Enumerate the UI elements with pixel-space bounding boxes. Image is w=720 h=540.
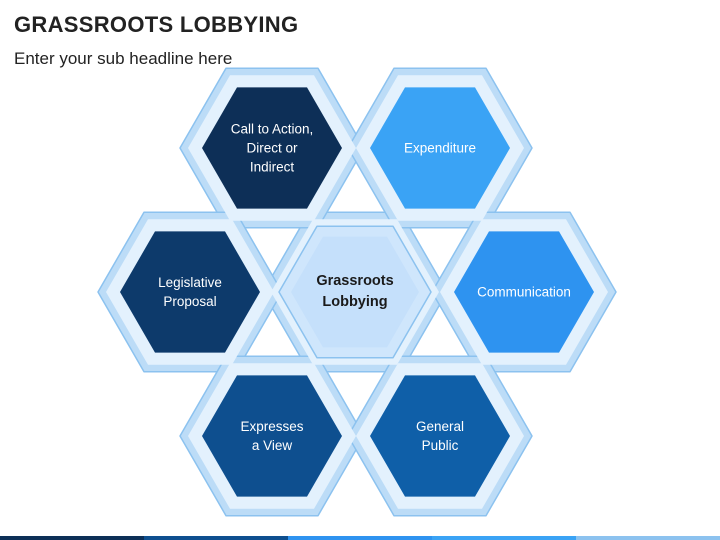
center-hex — [291, 236, 419, 348]
footer-color-segment — [144, 536, 288, 540]
hex-label-legislative-proposal: Legislative Proposal — [158, 275, 222, 309]
hex-legislative-proposal — [120, 231, 260, 353]
footer-color-segment — [0, 536, 144, 540]
hex-general-public — [370, 375, 510, 497]
hex-label-expresses-a-view: Expresses a View — [240, 419, 304, 453]
hex-expresses-a-view — [202, 375, 342, 497]
hexagon-layer — [120, 87, 594, 497]
page-title: GRASSROOTS LOBBYING — [14, 12, 299, 37]
hex-label-general-public: General Public — [415, 419, 465, 453]
hex-communication — [454, 231, 594, 353]
footer-color-segment — [576, 536, 720, 540]
page-subtitle: Enter your sub headline here — [14, 49, 233, 68]
hex-label-expenditure: Expenditure — [403, 140, 477, 156]
hex-call-to-action — [202, 87, 342, 209]
center-hex-label: Grassroots Lobbying — [316, 273, 394, 310]
footer-color-segment — [288, 536, 432, 540]
footer-color-segment — [432, 536, 576, 540]
hex-label-call-to-action: Call to Action, Direct or Indirect — [230, 121, 314, 175]
footer-color-bar — [0, 536, 720, 540]
hex-expenditure — [370, 87, 510, 209]
hex-label-communication: Communication — [477, 284, 571, 300]
